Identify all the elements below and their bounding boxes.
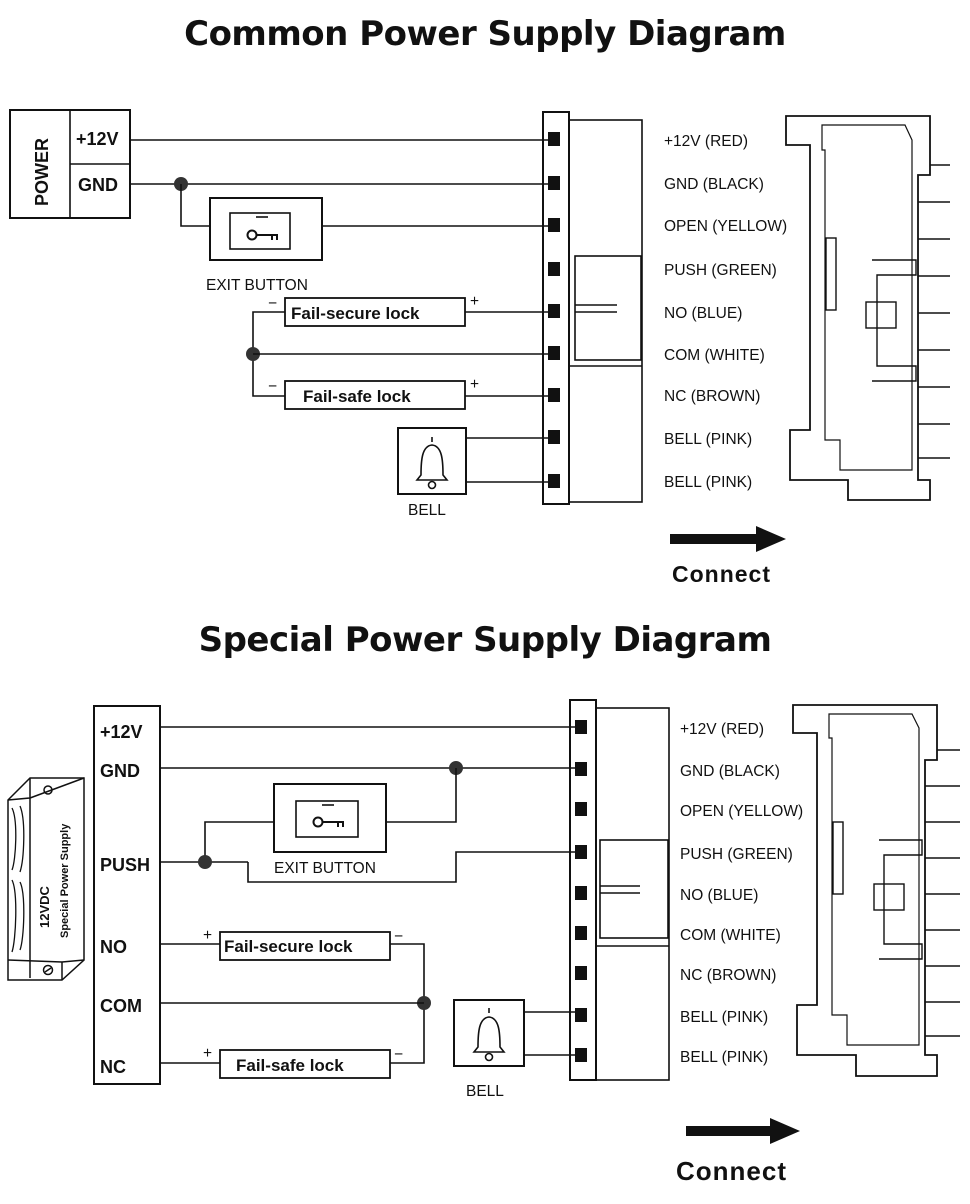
terminal-com: COM <box>100 996 142 1016</box>
push-junction-dot <box>198 855 212 869</box>
socket-pins <box>918 164 950 459</box>
fail-secure-minus: − <box>394 928 403 945</box>
power-plus12v-label: +12V <box>76 129 119 149</box>
special-connector-socket <box>792 704 960 1077</box>
wire-label: NO (BLUE) <box>680 887 758 904</box>
exit-button-label: EXIT BUTTON <box>206 277 308 294</box>
wire-label: OPEN (YELLOW) <box>680 803 803 820</box>
bell-icon <box>472 1008 506 1062</box>
pin-holes <box>548 132 560 488</box>
wire-label: +12V (RED) <box>680 721 764 738</box>
wire-label: PUSH (GREEN) <box>680 846 793 863</box>
terminal-no: NO <box>100 937 127 957</box>
fail-safe-plus: + <box>203 1045 212 1062</box>
terminal-plus12v: +12V <box>100 722 143 742</box>
exit-button: EXIT BUTTON <box>273 783 387 877</box>
common-diagram-title: Common Power Supply Diagram <box>184 14 786 54</box>
wire-label: +12V (RED) <box>664 133 748 150</box>
socket-pins <box>925 749 960 1037</box>
arrow-right-icon <box>770 1118 800 1144</box>
special-connect-arrow: Connect <box>676 1118 800 1186</box>
fail-safe-lock <box>219 1049 391 1079</box>
wire-label: OPEN (YELLOW) <box>664 218 787 235</box>
terminal-nc: NC <box>100 1057 126 1077</box>
fail-safe-label: Fail-safe lock <box>303 387 411 406</box>
special-terminal-block: +12V GND PUSH NO COM NC <box>93 705 161 1085</box>
common-diagram: POWER +12V GND EXIT BUTTON Fail-secure l… <box>9 109 950 587</box>
power-gnd-label: GND <box>78 175 118 195</box>
psu-voltage-label: 12VDC <box>37 885 52 928</box>
wire-label: GND (BLACK) <box>680 763 780 780</box>
fail-secure-label: Fail-secure lock <box>291 304 420 323</box>
psu-name-label: Special Power Supply <box>59 823 71 938</box>
fail-secure-minus: − <box>268 295 277 312</box>
exit-button: EXIT BUTTON <box>206 197 323 294</box>
terminal-gnd: GND <box>100 761 140 781</box>
fail-safe-label: Fail-safe lock <box>236 1056 344 1075</box>
bell-label: BELL <box>466 1083 504 1100</box>
arrow-right-icon <box>756 526 786 552</box>
special-wire-labels: +12V (RED) GND (BLACK) OPEN (YELLOW) PUS… <box>680 721 803 1066</box>
exit-button-label: EXIT BUTTON <box>274 860 376 877</box>
wire-label: NO (BLUE) <box>664 305 742 322</box>
terminal-push: PUSH <box>100 855 150 875</box>
fail-secure-plus: + <box>203 927 212 944</box>
key-icon <box>246 229 278 241</box>
special-power-supply: 12VDC Special Power Supply <box>7 777 85 981</box>
bell: BELL <box>453 999 525 1100</box>
fail-safe-minus: − <box>268 378 277 395</box>
wire-label: COM (WHITE) <box>680 927 781 944</box>
special-diagram: +12V GND PUSH NO COM NC 12VDC Special Po… <box>7 699 960 1186</box>
fail-safe-minus: − <box>394 1046 403 1063</box>
fail-secure-plus: + <box>470 293 479 310</box>
wire-label: BELL (PINK) <box>680 1009 768 1026</box>
pin-holes <box>575 720 587 1062</box>
common-connector-socket <box>785 115 950 501</box>
common-connect-arrow: Connect <box>670 526 786 587</box>
power-box: POWER +12V GND <box>9 109 131 219</box>
special-connector-plug <box>569 699 670 1081</box>
bell: BELL <box>397 427 467 519</box>
key-icon <box>312 816 344 828</box>
bell-icon <box>415 437 449 490</box>
wire-label: BELL (PINK) <box>664 474 752 491</box>
fail-safe-plus: + <box>470 376 479 393</box>
wire-label: BELL (PINK) <box>664 431 752 448</box>
common-wire-labels: +12V (RED) GND (BLACK) OPEN (YELLOW) PUS… <box>664 133 787 491</box>
common-connect-label: Connect <box>672 561 771 587</box>
power-label: POWER <box>32 138 52 206</box>
fail-safe-lock <box>284 380 466 410</box>
common-connector-plug <box>542 111 643 505</box>
fail-secure-label: Fail-secure lock <box>224 937 353 956</box>
wire-label: BELL (PINK) <box>680 1049 768 1066</box>
wire-label: NC (BROWN) <box>680 967 776 984</box>
wire-label: COM (WHITE) <box>664 347 765 364</box>
bell-label: BELL <box>408 502 446 519</box>
wire-label: NC (BROWN) <box>664 388 760 405</box>
wire-label: PUSH (GREEN) <box>664 262 777 279</box>
wire-label: GND (BLACK) <box>664 176 764 193</box>
special-diagram-title: Special Power Supply Diagram <box>198 620 772 660</box>
fail-secure-lock <box>219 931 391 961</box>
special-connect-label: Connect <box>676 1156 787 1186</box>
